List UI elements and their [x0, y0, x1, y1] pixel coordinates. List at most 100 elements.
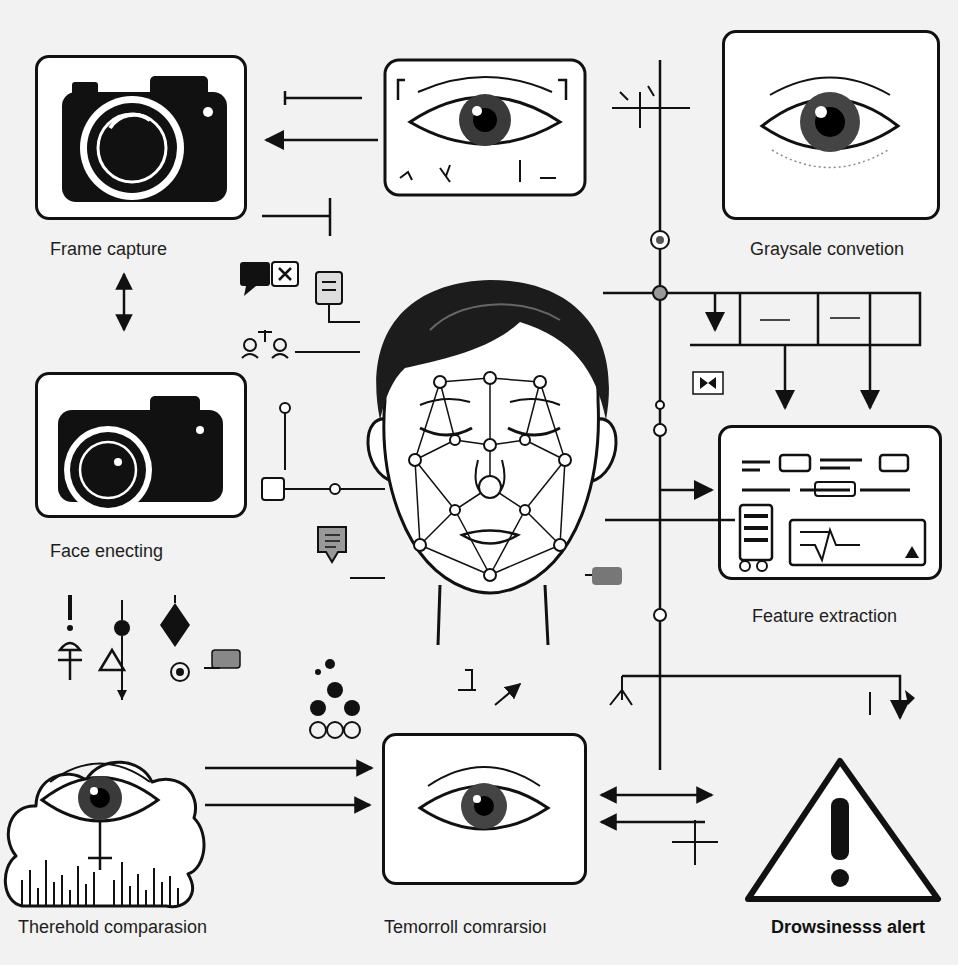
feature-block: [880, 455, 908, 471]
landmark: [520, 505, 530, 515]
eye-highlight: [472, 106, 482, 116]
lens-glare: [114, 458, 122, 466]
wire-arrow: [869, 345, 872, 408]
small-icon: [700, 377, 716, 389]
eye-iris: [78, 776, 122, 820]
landmark: [414, 539, 426, 551]
device-icon: [316, 272, 342, 304]
eye-outline: [762, 99, 898, 149]
note-icon: [318, 527, 346, 562]
ear: [590, 419, 616, 482]
cluster-symbol: [344, 700, 360, 716]
wire: [605, 519, 735, 522]
mouth: [462, 531, 518, 544]
face-mesh: [415, 378, 565, 575]
exclamation-symbol: [68, 595, 72, 620]
eyebrow: [420, 399, 560, 405]
process-box: Graysale convetion: [722, 30, 940, 260]
corner-bracket: [398, 80, 566, 100]
landmark: [520, 435, 530, 445]
triangle-outline: [748, 761, 938, 899]
wire-arrow: [660, 489, 712, 492]
signal-chart: [790, 520, 925, 565]
dot-symbol: [114, 620, 130, 636]
camera-top: [150, 396, 200, 416]
flow-arrow: [123, 274, 126, 330]
battery-icon: [740, 505, 772, 560]
chat-icon: [240, 262, 270, 286]
eye-pupil: [474, 796, 494, 816]
chat-icon: [244, 286, 256, 296]
landmark: [534, 376, 546, 388]
landmark: [484, 569, 496, 581]
eye-iris: [459, 94, 511, 146]
device-icon: [322, 282, 360, 322]
eye-iris: [800, 92, 860, 152]
lens-inner: [98, 114, 166, 182]
flow-arrow: [601, 794, 712, 797]
landmark: [409, 454, 421, 466]
landmark: [479, 476, 501, 498]
wire-node: [653, 286, 667, 300]
wire-arrow: [495, 684, 520, 705]
process-box: Temorroll comrarsioı: [382, 733, 587, 938]
wire-node: [280, 403, 290, 413]
target-symbol: [171, 663, 189, 681]
wire: [262, 198, 330, 236]
eyelid-crease: [418, 77, 552, 92]
person-icon: [244, 339, 256, 351]
dot-symbol: [315, 669, 321, 675]
wire-node: [656, 236, 664, 244]
node-label: Graysale convetion: [750, 238, 904, 260]
closed-eye: [420, 428, 560, 435]
person-icon: [242, 330, 360, 358]
note-icon: [325, 535, 340, 547]
box-outline: [722, 30, 940, 220]
eye-pupil: [473, 108, 497, 132]
battery-bars: [744, 516, 768, 540]
eye-box: [385, 60, 585, 195]
histogram-bars: [22, 860, 178, 905]
triangle-outline: [745, 755, 943, 905]
hair: [376, 280, 609, 420]
hair-shine: [430, 304, 560, 330]
eye-outline: [42, 778, 158, 822]
landmark: [450, 435, 460, 445]
flow-arrow: [205, 804, 370, 807]
plus-symbol: [672, 820, 718, 865]
node-label: Drowsinesss alert: [771, 916, 925, 938]
camera-flash: [196, 426, 204, 434]
trunk-wire: [659, 60, 662, 770]
card-symbol: [212, 650, 240, 668]
wire: [285, 91, 362, 105]
wire-symbol: [905, 690, 915, 705]
wire: [204, 667, 220, 669]
eyelid-crease: [770, 78, 890, 96]
cluster-symbol: [310, 722, 326, 738]
cluster-symbol: [310, 700, 326, 716]
lens-ring: [80, 96, 184, 200]
wire: [284, 488, 385, 490]
close-icon: [279, 268, 291, 280]
lens-glare: [110, 115, 150, 128]
warning-mini: [905, 546, 919, 558]
diamond-symbol: [160, 603, 190, 647]
face-outline: [384, 300, 599, 593]
threshold-marker: [88, 820, 112, 870]
wire-symbol: [610, 676, 870, 715]
eye-iris: [461, 783, 507, 829]
landmark: [484, 439, 496, 451]
camera-body: [62, 92, 227, 202]
wire: [121, 600, 123, 700]
wire: [284, 413, 286, 470]
nose: [476, 460, 505, 497]
bracket-symbol: [458, 670, 476, 690]
box-outline: [382, 733, 587, 885]
dot-symbol: [325, 659, 335, 669]
feature-block: [780, 455, 810, 471]
landmark: [450, 505, 460, 515]
cluster-symbol: [344, 722, 360, 738]
wire-node: [654, 424, 666, 436]
